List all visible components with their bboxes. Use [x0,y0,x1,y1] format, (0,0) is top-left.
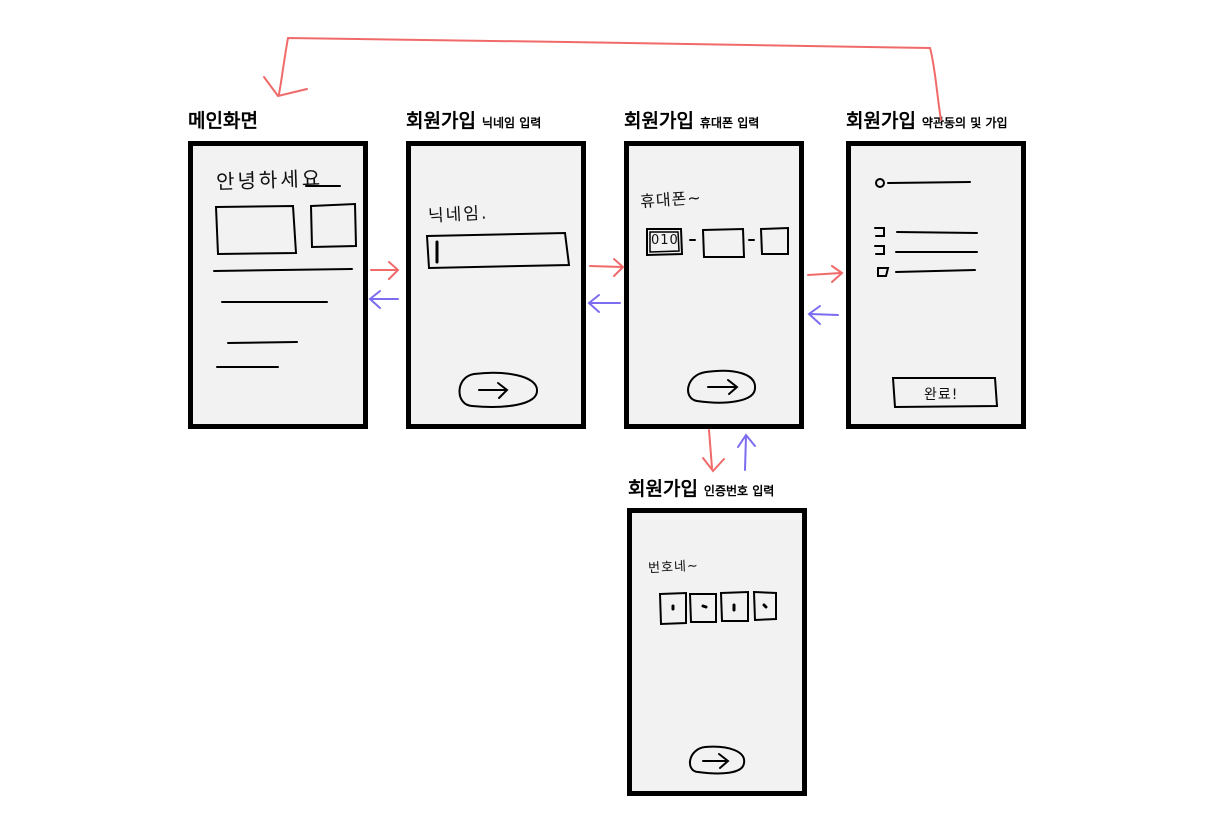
terms-complete-button [891,377,999,409]
subtitle-phone-text: 휴대폰 입력 [699,116,760,130]
title-terms-text: 회원가입 [846,110,916,132]
main-divider [213,268,353,272]
verify-box-4 [752,590,777,622]
main-box-small [309,202,358,249]
terms-line-1 [896,231,978,234]
main-wireframe [213,185,358,368]
screen-title-phone: 회원가입 휴대폰 입력 [624,112,759,131]
terms-complete-label: 완료! [924,387,959,403]
arrow-nickname-to-phone [589,258,625,277]
phone-box-1-inner [649,231,680,253]
phone-wireframe [646,226,789,404]
arrow-terms-to-phone [807,305,839,325]
phone-box-1 [646,228,684,257]
screen-nickname [406,141,586,429]
verify-box-3 [719,590,749,622]
verify-next-arrow-icon [702,753,730,769]
phone-box-2 [701,227,746,258]
screen-phone [624,141,804,429]
screen-title-nickname: 회원가입 닉네임 입력 [406,112,541,131]
screen-title-verify: 회원가입 인증번호 입력 [628,480,774,499]
back-arrows [368,290,839,471]
phone-box-3 [759,226,789,255]
terms-checkbox-1 [874,227,885,237]
terms-wireframe [874,178,999,409]
screen-main [188,141,368,429]
phone-prefix: 010 [651,233,679,248]
arrow-terms-to-main [263,36,942,121]
arrow-main-to-nickname [370,261,400,280]
main-line-2 [227,341,298,344]
screen-title-main: 메인화면 [188,112,258,131]
terms-all-agree-line [887,181,971,184]
subtitle-verify-text: 인증번호 입력 [703,484,775,498]
terms-checkbox-3 [877,267,890,277]
verify-box-1 [658,591,687,626]
arrow-phone-to-nickname [587,294,621,313]
subtitle-nickname-text: 닉네임 입력 [481,116,542,130]
nickname-next-arrow-icon [478,382,509,399]
subtitle-terms-text: 약관동의 및 가입 [921,116,1008,130]
arrow-phone-to-terms [807,265,844,283]
nickname-input-box [425,231,571,270]
verify-next-button [689,745,746,775]
arrow-phone-to-verify [702,429,725,473]
terms-line-3 [895,269,976,273]
screen-verify [627,508,807,796]
verify-box-2 [688,593,717,623]
terms-checkbox-2 [874,245,885,255]
title-phone-text: 회원가입 [624,110,694,132]
phone-next-button [687,369,757,404]
nickname-wireframe [425,231,571,408]
screen-title-terms: 회원가입 약관동의 및 가입 [846,112,1008,131]
main-box-large [214,204,298,256]
arrow-nickname-to-main [368,290,399,309]
forward-arrows [263,36,942,473]
title-main-text: 메인화면 [188,110,258,132]
verify-dot-4 [762,603,768,609]
phone-next-arrow-icon [707,379,739,395]
title-verify-text: 회원가입 [628,478,698,500]
arrow-verify-to-phone [737,433,756,471]
title-nickname-text: 회원가입 [406,110,476,132]
terms-all-agree-radio [875,178,885,188]
verify-wireframe [658,590,777,775]
nickname-next-button [458,371,539,408]
verify-dot-2 [701,604,708,609]
